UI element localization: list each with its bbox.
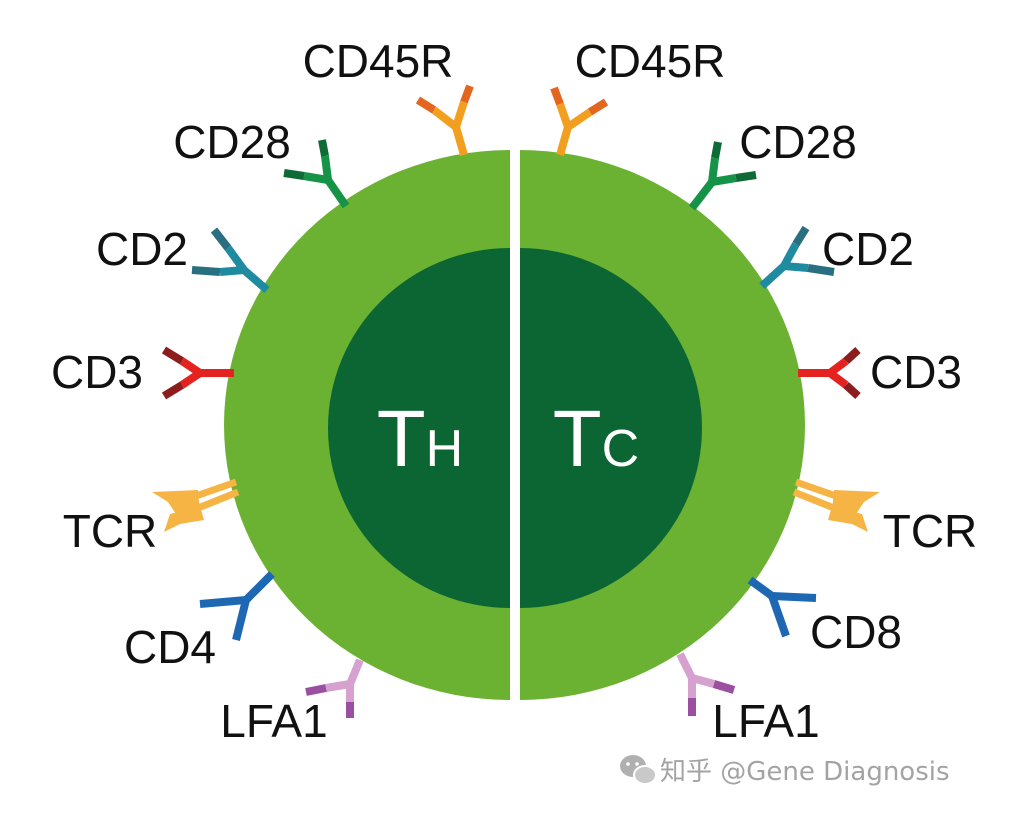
- tc-label: TC: [553, 394, 639, 483]
- cd2-receptor-left: CD2: [96, 223, 270, 294]
- cd4-label-left: CD4: [124, 621, 216, 673]
- lfa1-receptor-right: LFA1: [676, 652, 820, 747]
- tcr-label-right: TCR: [883, 505, 978, 557]
- tc-label-main: T: [553, 394, 602, 483]
- cd2-label-right: CD2: [822, 223, 914, 275]
- cd3-label-right: CD3: [870, 346, 962, 398]
- cd8-receptor-right: CD8: [747, 576, 902, 658]
- wechat-icon: [620, 755, 657, 785]
- cd28-receptor-left: CD28: [173, 116, 350, 209]
- cd28-label-right: CD28: [739, 116, 857, 168]
- cd45r-label-right: CD45R: [575, 35, 726, 87]
- tcr-receptor-left: TCR: [63, 478, 240, 557]
- th-cell: TH: [224, 150, 510, 700]
- cd4-receptor-left: CD4: [124, 571, 275, 673]
- cd45r-receptor-left: CD45R: [303, 35, 474, 157]
- tc-label-sub: C: [602, 420, 640, 478]
- th-nucleus: [328, 248, 510, 608]
- cd3-label-left: CD3: [51, 346, 143, 398]
- tcr-label-left: TCR: [63, 505, 158, 557]
- watermark: 知乎 @Gene Diagnosis: [620, 755, 950, 787]
- cd3-receptor-left: CD3: [51, 346, 234, 400]
- th-label-main: T: [377, 394, 426, 483]
- th-label: TH: [377, 394, 463, 483]
- lfa1-label-right: LFA1: [712, 695, 819, 747]
- cd45r-receptor-right: CD45R: [550, 35, 726, 157]
- tc-nucleus: [520, 248, 702, 608]
- cd8-label-right: CD8: [810, 606, 902, 658]
- tc-cell: TC: [520, 150, 805, 700]
- watermark-text: 知乎 @Gene Diagnosis: [660, 757, 950, 787]
- cd2-label-left: CD2: [96, 223, 188, 275]
- lfa1-receptor-left: LFA1: [220, 658, 364, 747]
- tcr-receptor-right: TCR: [792, 478, 978, 557]
- cd28-receptor-right: CD28: [688, 116, 857, 211]
- cd45r-label-left: CD45R: [303, 35, 454, 87]
- cd2-receptor-right: CD2: [759, 223, 914, 289]
- left-receptors: CD45R CD28 CD2 CD3: [51, 35, 474, 747]
- th-label-sub: H: [426, 420, 464, 478]
- lfa1-label-left: LFA1: [220, 695, 327, 747]
- cd28-label-left: CD28: [173, 116, 291, 168]
- cd3-receptor-right: CD3: [798, 346, 962, 399]
- right-receptors: CD45R CD28 CD2 CD3: [550, 35, 978, 747]
